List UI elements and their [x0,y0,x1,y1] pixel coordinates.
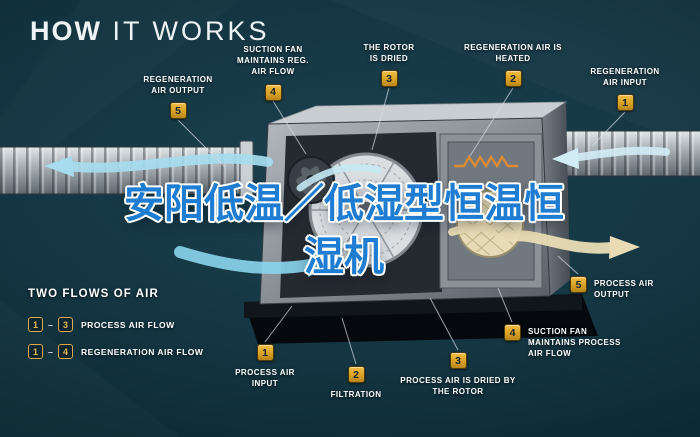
callout-label: REGENERATION AIR IS HEATED [464,43,562,64]
callout-regeneration-air-input: REGENERATION AIR INPUT 1 [586,66,664,112]
regeneration-compartment [439,133,543,289]
badge-5-regeneration: 5 [169,102,187,120]
callout-regeneration-air-output: REGENERATION AIR OUTPUT 5 [139,74,217,120]
callout-label: PROCESS AIR INPUT [235,368,295,389]
legend-badge-1: 1 [28,317,43,332]
legend-label: PROCESS AIR FLOW [81,319,175,330]
title-word-it-works: IT WORKS [101,16,270,46]
callout-connector-lines [177,87,626,365]
callout-rotor-is-dried: THE ROTOR IS DRIED 3 [358,42,420,88]
legend-dash: – [48,346,54,357]
callout-regeneration-air-heated: REGENERATION AIR IS HEATED 2 [462,42,564,88]
regeneration-output-flow [63,153,273,173]
callout-suction-fan-process: 4 SUCTION FAN MAINTAINS PROCESS AIR FLOW [504,324,628,360]
callout-label: FILTRATION [330,390,382,399]
callout-process-air-dried: 3 PROCESS AIR IS DRIED BY THE ROTOR [399,352,517,397]
callout-process-air-input: 1 PROCESS AIR INPUT [231,344,299,389]
process-output-flow [494,230,622,254]
callout-label: SUCTION FAN MAINTAINS PROCESS AIR FLOW [528,327,621,359]
badge-4-process: 4 [504,324,521,341]
callout-label: REGENERATION AIR OUTPUT [143,75,213,96]
desiccant-rotor [308,152,424,268]
heater-coil [454,154,518,169]
legend-badge-3: 3 [58,317,74,332]
badge-5-process: 5 [570,276,587,293]
callout-label: SUCTION FAN MAINTAINS REG. AIR FLOW [237,45,309,77]
callout-filtration: 2 FILTRATION [321,366,391,400]
badge-4-regeneration: 4 [264,83,282,101]
legend-badge-4: 4 [58,344,74,359]
legend-regeneration-air-flow: 1 – 4 REGENERATION AIR FLOW [28,344,203,359]
two-flows-heading: TWO FLOWS OF AIR [28,288,159,300]
badge-1-process: 1 [256,344,274,361]
internal-flow [296,163,382,192]
title-word-how: HOW [30,16,102,46]
regeneration-input-flow [568,146,670,162]
badge-2-process: 2 [347,366,365,383]
badge-2-regeneration: 2 [504,70,522,88]
badge-1-regeneration: 1 [616,94,634,112]
process-input-flow [174,246,322,274]
page-title: HOW IT WORKS [30,16,270,47]
callout-label: PROCESS AIR OUTPUT [594,279,654,300]
overlay-product-title: 安阳低温／低湿型恒温恒湿机 [123,180,565,281]
legend-label: REGENERATION AIR FLOW [81,346,204,357]
legend-process-air-flow: 1 – 3 PROCESS AIR FLOW [28,317,175,332]
air-flow-arrows [44,146,670,277]
callout-suction-fan-reg: SUCTION FAN MAINTAINS REG. AIR FLOW 4 [233,44,313,101]
legend-badge-1: 1 [28,344,43,359]
badge-3-regeneration: 3 [380,70,398,88]
callout-label: THE ROTOR IS DRIED [363,43,415,64]
callout-process-air-output: 5 PROCESS AIR OUTPUT [570,276,662,300]
badge-3-process: 3 [449,352,467,369]
callout-label: PROCESS AIR IS DRIED BY THE ROTOR [400,376,516,397]
callout-label: REGENERATION AIR INPUT [590,67,660,88]
legend-dash: – [48,319,54,330]
